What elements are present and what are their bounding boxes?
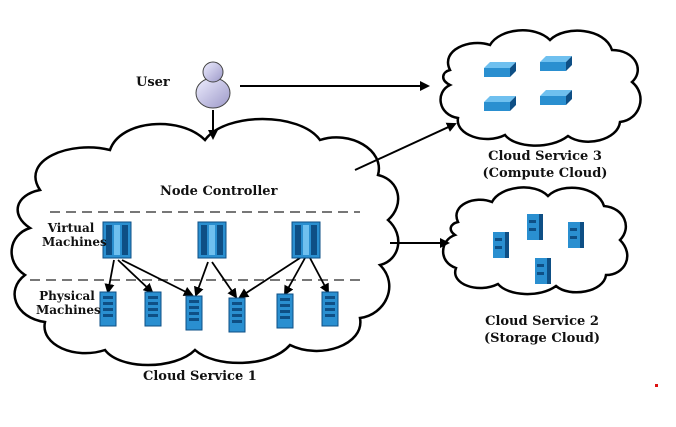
- server-tower-icon: [321, 291, 339, 327]
- cloud-service-3-name: Cloud Service 3: [488, 149, 602, 164]
- server-tower-icon: [228, 297, 246, 333]
- server-blade-icon: [540, 56, 572, 71]
- virtual-machines-label-line2: Machines: [42, 235, 107, 249]
- cloud-service-2-name: Cloud Service 2: [485, 314, 599, 329]
- virtual-machines-label-line1: Virtual: [47, 221, 95, 235]
- server-tower-icon: [185, 295, 203, 331]
- cloud-service-3-label: Cloud Service 3 (Compute Cloud): [475, 148, 615, 182]
- cloud-service-2-type: (Storage Cloud): [483, 331, 601, 346]
- arrow-cs1-to-compute-cloud: [354, 122, 457, 171]
- server-rack-icon: [291, 221, 321, 259]
- vm-to-physical-arrows: [104, 257, 329, 299]
- cloud-service-3-shape: [439, 29, 642, 147]
- cloud-service-3-type: (Compute Cloud): [482, 166, 608, 181]
- cloud-service-2-shape: [441, 186, 629, 296]
- storage-cylinder-icon: [493, 232, 509, 258]
- server-tower-icon: [276, 293, 294, 329]
- user-label: User: [136, 75, 170, 90]
- physical-machines-label-line1: Physical: [39, 289, 95, 303]
- virtual-machines-label: Virtual Machines: [42, 221, 107, 249]
- server-blade-icon: [484, 62, 516, 77]
- server-blade-icon: [540, 90, 572, 105]
- server-tower-icon: [99, 291, 117, 327]
- cloud-service-2-label: Cloud Service 2 (Storage Cloud): [472, 313, 612, 347]
- storage-cylinder-icon: [535, 258, 551, 284]
- storage-cylinder-icon: [568, 222, 584, 248]
- server-rack-icon: [197, 221, 227, 259]
- node-controller-label: Node Controller: [160, 184, 278, 199]
- server-rack-icon: [102, 221, 132, 259]
- server-blade-icon: [484, 96, 516, 111]
- user-icon: [195, 61, 231, 109]
- red-dot-mark: [655, 384, 658, 387]
- storage-cylinder-icon: [527, 214, 543, 240]
- cloud-service-1-label: Cloud Service 1: [143, 369, 257, 384]
- server-tower-icon: [144, 291, 162, 327]
- physical-machines-label-line2: Machines: [36, 303, 101, 317]
- physical-machines-label: Physical Machines: [36, 289, 101, 317]
